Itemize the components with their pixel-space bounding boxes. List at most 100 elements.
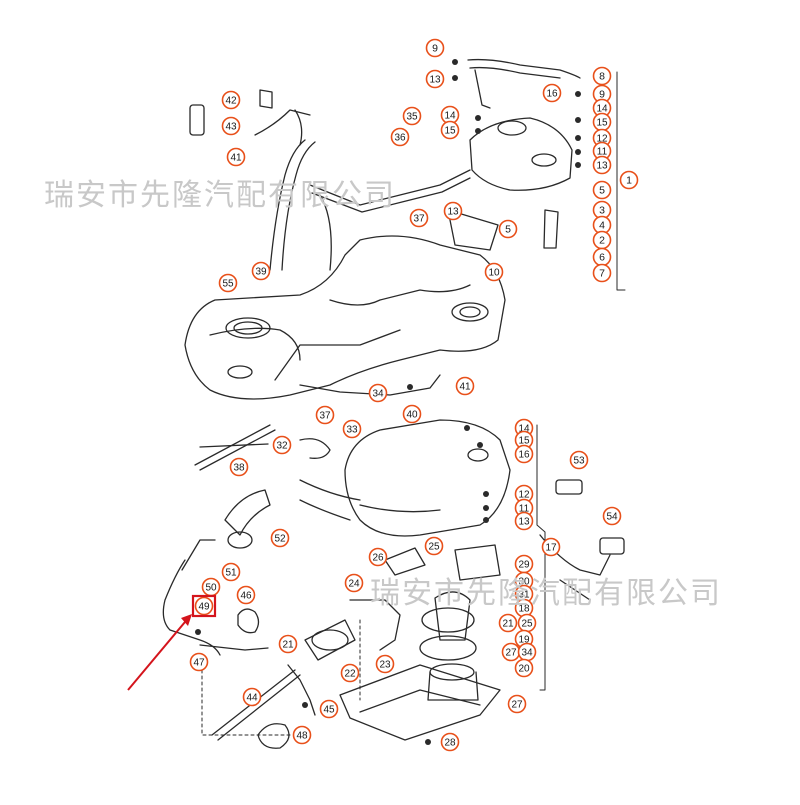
callout-ring bbox=[619, 170, 639, 190]
callout-ring bbox=[390, 127, 410, 147]
callout-47: 47 bbox=[189, 652, 209, 672]
callout-42: 42 bbox=[221, 90, 241, 110]
callout-9: 9 bbox=[425, 38, 445, 58]
callout-21: 21 bbox=[278, 634, 298, 654]
callout-28: 28 bbox=[440, 732, 460, 752]
callout-5: 5 bbox=[498, 219, 518, 239]
callout-14: 14 bbox=[440, 105, 460, 125]
callout-number: 13 bbox=[429, 75, 441, 86]
callout-number: 29 bbox=[518, 560, 530, 571]
callout-number: 52 bbox=[274, 534, 286, 545]
callout-number: 41 bbox=[230, 153, 242, 164]
pointer-arrow-head bbox=[181, 614, 192, 626]
upper-fuel-tank bbox=[184, 235, 506, 400]
callout-number: 15 bbox=[444, 126, 456, 137]
callout-number: 22 bbox=[344, 669, 356, 680]
callout-ring bbox=[319, 699, 339, 719]
callout-number: 9 bbox=[599, 89, 605, 101]
callout-48: 48 bbox=[292, 725, 312, 745]
callout-number: 8 bbox=[599, 71, 605, 83]
callout-ring bbox=[315, 405, 335, 425]
upper-fuel-pump-module bbox=[469, 117, 573, 191]
callout-2: 2 bbox=[592, 230, 612, 250]
callout-ring bbox=[221, 116, 241, 136]
callout-ring bbox=[251, 261, 271, 281]
callout-ring bbox=[455, 376, 475, 396]
callout-41: 41 bbox=[226, 147, 246, 167]
callout-17: 17 bbox=[541, 537, 561, 557]
callout-ring bbox=[602, 506, 622, 526]
callout-ring bbox=[342, 419, 362, 439]
skid-plate bbox=[339, 664, 501, 741]
callout-ring bbox=[340, 663, 360, 683]
callout-27: 27 bbox=[501, 642, 521, 662]
callout-39: 39 bbox=[251, 261, 271, 281]
callout-number: 9 bbox=[432, 43, 438, 55]
callout-number: 37 bbox=[413, 214, 425, 225]
callout-ring bbox=[498, 613, 518, 633]
callout-number: 13 bbox=[447, 207, 459, 218]
callout-ring bbox=[592, 263, 612, 283]
callout-36: 36 bbox=[390, 127, 410, 147]
callout-number: 19 bbox=[518, 635, 530, 646]
callout-ring bbox=[402, 106, 422, 126]
lower-fuel-tank bbox=[344, 419, 511, 537]
callout-number: 13 bbox=[596, 161, 608, 172]
callout-number: 32 bbox=[276, 441, 288, 452]
callout-number: 1 bbox=[626, 175, 632, 187]
callout-number: 31 bbox=[518, 590, 530, 601]
callout-ring bbox=[440, 732, 460, 752]
callout-number: 25 bbox=[521, 619, 533, 630]
callout-number: 45 bbox=[323, 705, 335, 716]
callout-45: 45 bbox=[319, 699, 339, 719]
callout-ring bbox=[344, 573, 364, 593]
callout-number: 41 bbox=[459, 382, 471, 393]
callout-34: 34 bbox=[368, 383, 388, 403]
callout-ring bbox=[514, 658, 534, 678]
callout-14: 14 bbox=[592, 98, 612, 118]
callout-ring bbox=[425, 69, 445, 89]
filler-neck bbox=[224, 489, 271, 536]
callout-27: 27 bbox=[507, 694, 527, 714]
callout-number: 49 bbox=[198, 602, 210, 613]
callout-number: 5 bbox=[505, 224, 511, 236]
callout-number: 42 bbox=[225, 96, 237, 107]
callout-ring bbox=[402, 404, 422, 424]
callout-43: 43 bbox=[221, 116, 241, 136]
callout-number: 20 bbox=[518, 664, 530, 675]
callout-8: 8 bbox=[592, 66, 612, 86]
callout-55: 55 bbox=[218, 273, 238, 293]
callout-29: 29 bbox=[514, 554, 534, 574]
callout-37: 37 bbox=[315, 405, 335, 425]
callout-number: 21 bbox=[502, 619, 514, 630]
callout-15: 15 bbox=[440, 120, 460, 140]
callout-ring bbox=[425, 38, 445, 58]
lower-fuel-pump bbox=[304, 619, 356, 661]
callout-number: 4 bbox=[599, 220, 605, 232]
callout-13: 13 bbox=[443, 201, 463, 221]
callout-number: 36 bbox=[394, 133, 406, 144]
callout-number: 25 bbox=[428, 542, 440, 553]
callout-number: 15 bbox=[518, 436, 530, 447]
callout-25: 25 bbox=[517, 613, 537, 633]
callout-number: 50 bbox=[205, 583, 217, 594]
callout-number: 34 bbox=[372, 389, 384, 400]
callout-ring bbox=[592, 66, 612, 86]
pointer-arrow-line bbox=[127, 615, 191, 691]
callout-number: 40 bbox=[406, 410, 418, 421]
callout-ring bbox=[221, 90, 241, 110]
callout-ring bbox=[507, 694, 527, 714]
callout-21: 21 bbox=[498, 613, 518, 633]
callout-number: 44 bbox=[246, 693, 258, 704]
callout-ring bbox=[569, 450, 589, 470]
callout-15: 15 bbox=[592, 112, 612, 132]
callout-number: 24 bbox=[348, 579, 360, 590]
callout-number: 5 bbox=[599, 185, 605, 197]
callout-number: 27 bbox=[511, 700, 523, 711]
callout-46: 46 bbox=[236, 585, 256, 605]
callout-25: 25 bbox=[424, 536, 444, 556]
callout-ring bbox=[514, 511, 534, 531]
callout-number: 53 bbox=[573, 456, 585, 467]
callout-number: 17 bbox=[545, 543, 557, 554]
